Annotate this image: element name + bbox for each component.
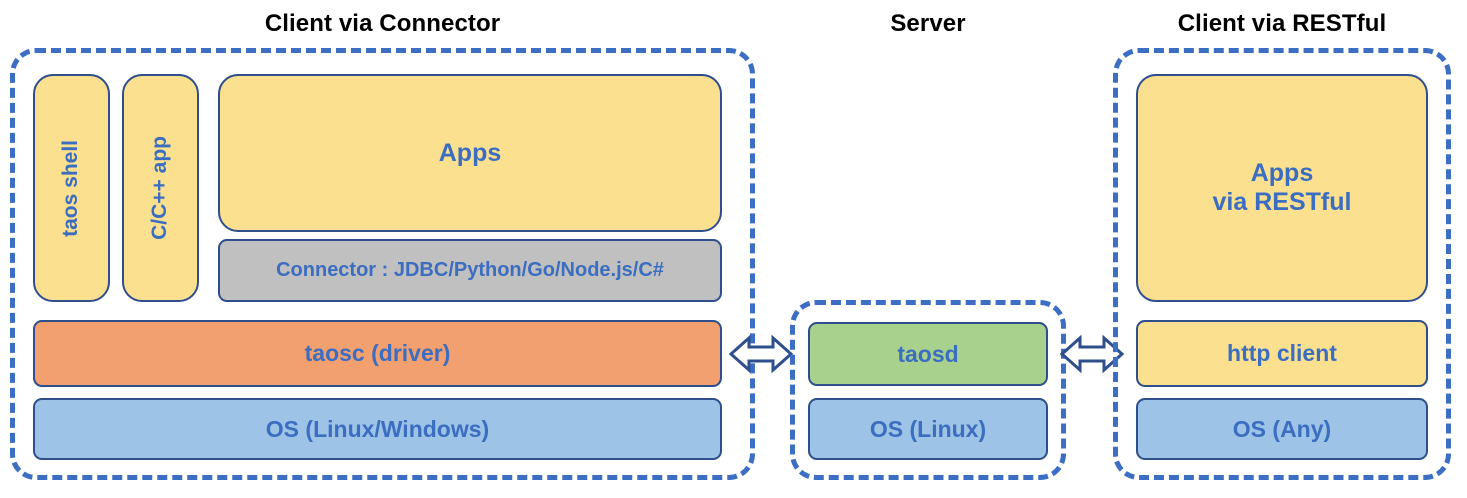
box-os-any[interactable]: OS (Any): [1136, 398, 1428, 460]
group-client-via-restful: [1113, 48, 1451, 480]
section-title-client-restful: Client via RESTful: [1177, 10, 1387, 37]
box-taos-shell-label: taos shell: [59, 139, 83, 237]
section-title-client-connector: Client via Connector: [264, 10, 501, 37]
box-os-linux-windows-label: OS (Linux/Windows): [265, 415, 490, 442]
box-apps-connector[interactable]: Apps: [218, 74, 722, 232]
box-connector-list-label: Connector : JDBC/Python/Go/Node.js/C#: [276, 259, 664, 281]
box-http-client[interactable]: http client: [1136, 320, 1428, 387]
box-c-cpp-app[interactable]: C/C++ app: [122, 74, 199, 302]
bidirectional-arrow-icon-left: [728, 326, 794, 382]
box-apps-connector-label: Apps: [438, 138, 502, 167]
box-apps-via-restful[interactable]: Apps via RESTful: [1136, 74, 1428, 302]
box-taosc-driver-label: taosc (driver): [304, 340, 451, 367]
group-server: [790, 300, 1066, 480]
bidirectional-arrow-icon-right: [1059, 326, 1125, 382]
box-os-linux-label: OS (Linux): [869, 415, 987, 442]
box-http-client-label: http client: [1227, 340, 1337, 367]
box-connector-list[interactable]: Connector : JDBC/Python/Go/Node.js/C#: [218, 239, 722, 302]
box-c-cpp-app-label: C/C++ app: [148, 136, 172, 240]
box-os-linux-windows[interactable]: OS (Linux/Windows): [33, 398, 722, 460]
box-apps-via-restful-label: Apps via RESTful: [1212, 159, 1352, 216]
section-title-server: Server: [890, 10, 966, 37]
box-os-any-label: OS (Any): [1232, 415, 1332, 442]
box-os-linux[interactable]: OS (Linux): [808, 398, 1048, 460]
box-taosc-driver[interactable]: taosc (driver): [33, 320, 722, 387]
group-client-via-connector: [10, 48, 755, 480]
box-taosd-label: taosd: [897, 340, 959, 367]
box-taos-shell[interactable]: taos shell: [33, 74, 110, 302]
box-taosd[interactable]: taosd: [808, 322, 1048, 386]
